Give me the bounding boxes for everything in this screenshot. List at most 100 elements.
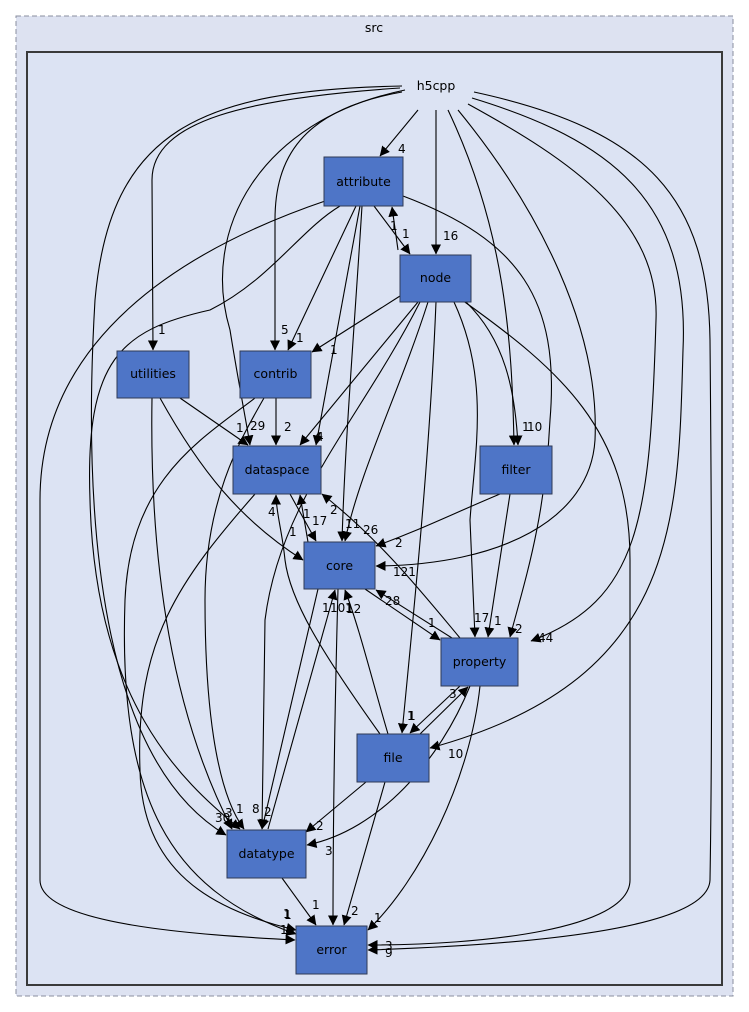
- node-dataspace-box[interactable]: [232, 445, 322, 495]
- edge-utilities-to-datatype[interactable]: [151, 397, 233, 830]
- edge-label-h5cpp-to-datatype[interactable]: 30: [215, 811, 230, 825]
- edge-label-property-to-file[interactable]: 1: [407, 709, 415, 723]
- edge-label-file-to-core[interactable]: 1: [345, 601, 353, 615]
- edge-h5cpp-to-utilities[interactable]: [147, 87, 401, 351]
- edge-label-node-to-file[interactable]: 1: [408, 709, 416, 723]
- node-dataspace[interactable]: dataspace: [232, 445, 322, 495]
- edge-label-datatype-to-error[interactable]: 1: [312, 898, 320, 912]
- edge-h5cpp-to-core[interactable]: [375, 109, 596, 571]
- node-contrib[interactable]: contrib: [239, 350, 312, 399]
- edge-node-to-error[interactable]: [367, 299, 631, 950]
- edge-attribute-to-core[interactable]: [337, 205, 363, 542]
- node-node-box[interactable]: [399, 254, 472, 303]
- edge-node-to-filter[interactable]: [465, 301, 523, 446]
- node-error-box[interactable]: [295, 925, 368, 975]
- edge-filter-to-core[interactable]: [375, 493, 501, 548]
- node-error[interactable]: error: [295, 925, 368, 975]
- edge-datatype-to-core[interactable]: [267, 589, 338, 830]
- edge-label-h5cpp-to-utilities[interactable]: 1: [158, 323, 166, 337]
- edge-attribute-to-contrib[interactable]: [287, 205, 357, 351]
- edge-property-to-file[interactable]: [409, 685, 461, 734]
- node-attribute-box[interactable]: [323, 156, 404, 207]
- edge-label-core-to-error[interactable]: 12: [346, 602, 361, 616]
- edge-label-datatype-to-core[interactable]: 10: [330, 601, 345, 615]
- edge-label-file-to-property[interactable]: 3: [449, 687, 457, 701]
- edge-node-to-attribute[interactable]: [388, 206, 399, 251]
- edge-label-utilities-to-core[interactable]: 1: [289, 525, 297, 539]
- edge-label-h5cpp-to-attribute[interactable]: 4: [398, 142, 406, 156]
- edge-label-node-to-error[interactable]: 3: [385, 939, 393, 953]
- edge-property-to-core[interactable]: [375, 589, 453, 639]
- node-core-box[interactable]: [303, 541, 376, 590]
- edge-h5cpp-to-file[interactable]: [429, 97, 684, 751]
- node-node[interactable]: node: [399, 254, 472, 303]
- edge-attribute-to-datatype[interactable]: [88, 205, 341, 830]
- node-datatype-box[interactable]: [226, 829, 307, 879]
- edge-core-to-dataspace[interactable]: [296, 494, 309, 543]
- edge-label-attribute-to-node[interactable]: 1: [402, 227, 410, 241]
- edge-label-node-to-contrib[interactable]: 1: [330, 343, 338, 357]
- edge-label-attribute-to-dataspace[interactable]: 4: [314, 430, 322, 444]
- edge-label-attribute-to-error[interactable]: 1: [280, 923, 288, 937]
- edge-label-node-to-attribute[interactable]: 1: [390, 219, 398, 233]
- edge-file-to-property[interactable]: [419, 686, 469, 735]
- edge-core-to-error[interactable]: [328, 588, 339, 926]
- edge-label-node-to-dataspace[interactable]: 4: [316, 430, 324, 444]
- edge-label-attribute-to-property[interactable]: 2: [515, 622, 523, 636]
- node-attribute[interactable]: attribute: [323, 156, 404, 207]
- edge-label-h5cpp-to-filter[interactable]: 10: [527, 420, 542, 434]
- edge-attribute-to-node[interactable]: [373, 205, 411, 255]
- edge-dataspace-to-error[interactable]: [139, 493, 297, 933]
- node-utilities[interactable]: utilities: [116, 350, 190, 399]
- edge-contrib-to-datatype[interactable]: [204, 397, 265, 830]
- edge-label-file-to-error[interactable]: 2: [351, 904, 359, 918]
- edge-attribute-to-property[interactable]: [402, 195, 552, 638]
- edge-node-to-core[interactable]: [342, 301, 429, 542]
- node-core[interactable]: core: [303, 541, 376, 590]
- edge-label-h5cpp-to-property[interactable]: 44: [538, 631, 553, 645]
- edge-label-node-to-datatype[interactable]: 2: [264, 805, 272, 819]
- edge-attribute-to-error[interactable]: [39, 199, 329, 945]
- edge-node-to-dataspace[interactable]: [299, 301, 419, 446]
- edge-label-attribute-to-core[interactable]: 11: [345, 517, 360, 531]
- node-property[interactable]: property: [440, 637, 519, 687]
- edge-label-property-to-dataspace[interactable]: 2: [330, 503, 338, 517]
- node-filter-box[interactable]: [479, 445, 553, 495]
- edge-label-contrib-to-dataspace[interactable]: 2: [284, 420, 292, 434]
- edge-label-node-to-property[interactable]: 17: [474, 611, 489, 625]
- node-datatype[interactable]: datatype: [226, 829, 307, 879]
- node-utilities-box[interactable]: [116, 350, 190, 399]
- node-file[interactable]: file: [356, 733, 430, 783]
- edge-label-h5cpp-to-file[interactable]: 10: [448, 747, 463, 761]
- cluster-h5cpp-label[interactable]: h5cpp: [417, 78, 456, 93]
- edge-attribute-to-dataspace[interactable]: [312, 205, 361, 446]
- edge-label-property-to-error[interactable]: 1: [374, 911, 382, 925]
- edge-dataspace-to-core[interactable]: [289, 493, 317, 542]
- edge-label-contrib-to-error[interactable]: 1: [284, 908, 292, 922]
- edge-file-to-error[interactable]: [341, 781, 386, 926]
- edge-property-to-datatype[interactable]: [306, 685, 471, 848]
- edge-label-h5cpp-to-contrib[interactable]: 5: [281, 323, 289, 337]
- edge-label-h5cpp-to-core[interactable]: 121: [393, 565, 416, 579]
- node-contrib-box[interactable]: [239, 350, 312, 399]
- edge-label-h5cpp-to-node[interactable]: 16: [443, 229, 458, 243]
- edge-label-attribute-to-datatype[interactable]: 3: [225, 806, 233, 820]
- edge-label-filter-to-property[interactable]: 1: [494, 614, 502, 628]
- edge-node-to-property[interactable]: [453, 301, 480, 638]
- edge-h5cpp-to-property[interactable]: [467, 103, 657, 643]
- edge-file-to-datatype[interactable]: [305, 781, 367, 833]
- edge-label-h5cpp-to-error[interactable]: 9: [385, 946, 393, 960]
- edge-datatype-to-error[interactable]: [281, 877, 317, 926]
- edge-node-to-contrib[interactable]: [311, 295, 401, 353]
- node-file-box[interactable]: [356, 733, 430, 783]
- edge-label-h5cpp-to-dataspace[interactable]: 29: [250, 419, 265, 433]
- edge-label-attribute-to-contrib[interactable]: 1: [296, 331, 304, 345]
- edge-utilities-to-dataspace[interactable]: [179, 397, 249, 446]
- edge-label-dataspace-to-core[interactable]: 17: [312, 514, 327, 528]
- edge-filter-to-property[interactable]: [484, 493, 511, 638]
- edge-label-utilities-to-dataspace[interactable]: 1: [236, 421, 244, 435]
- edge-file-to-dataspace[interactable]: [271, 494, 381, 735]
- edge-label-core-to-property[interactable]: 1: [428, 616, 436, 630]
- edge-h5cpp-to-error[interactable]: [367, 91, 713, 955]
- edge-label-filter-to-core[interactable]: 2: [395, 536, 403, 550]
